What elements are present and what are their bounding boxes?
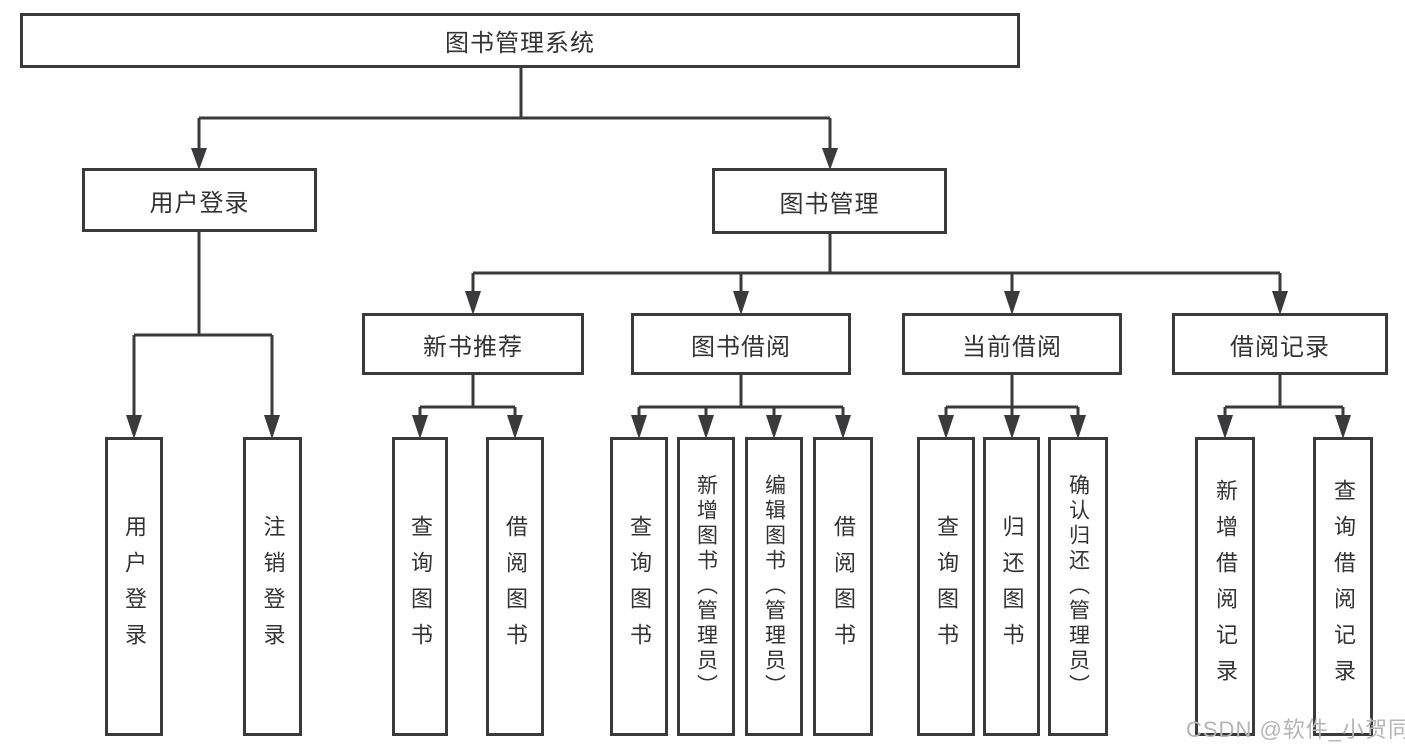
- leaf-add-borrow-record: 新增借阅记录: [1195, 437, 1255, 736]
- node-current-borrowing: 当前借阅: [902, 313, 1122, 375]
- leaf-label: 新增图书（管理员）: [694, 474, 718, 699]
- leaf-borrow-books-borrowing: 借阅图书: [813, 437, 873, 736]
- node-label: 用户登录: [149, 189, 250, 217]
- leaf-confirm-return-admin: 确认归还（管理员）: [1048, 437, 1108, 736]
- leaf-label: 归还图书: [999, 514, 1025, 659]
- node-label: 借阅记录: [1230, 333, 1330, 361]
- leaf-label: 查询图书: [934, 514, 959, 659]
- leaf-return-books: 归还图书: [983, 437, 1040, 736]
- leaf-add-books-admin: 新增图书（管理员）: [677, 437, 735, 736]
- leaf-edit-books-admin: 编辑图书（管理员）: [745, 437, 803, 736]
- leaf-label: 注销登录: [260, 514, 286, 659]
- leaf-label: 借阅图书: [503, 514, 528, 659]
- leaf-label: 确认归还（管理员）: [1066, 474, 1090, 699]
- leaf-label: 查询图书: [627, 514, 652, 659]
- leaf-query-books-recommend: 查询图书: [392, 437, 448, 736]
- node-label: 新书推荐: [423, 333, 523, 361]
- leaf-query-books-current: 查询图书: [917, 437, 975, 736]
- node-label: 图书借阅: [691, 333, 791, 361]
- leaf-label: 新增借阅记录: [1213, 478, 1238, 695]
- leaf-label: 查询借阅记录: [1331, 478, 1356, 695]
- csdn-watermark: CSDN @软件_小贺同学: [1186, 717, 1405, 742]
- leaf-label: 查询图书: [408, 514, 433, 659]
- leaf-label: 借阅图书: [831, 514, 856, 659]
- node-new-book-recommendation: 新书推荐: [362, 313, 584, 375]
- node-user-login-branch: 用户登录: [82, 168, 317, 232]
- node-label: 当前借阅: [962, 333, 1062, 361]
- leaf-borrow-books-recommend: 借阅图书: [486, 437, 544, 736]
- node-label: 图书管理系统: [445, 30, 595, 57]
- node-book-management-branch: 图书管理: [712, 168, 947, 234]
- node-book-borrowing: 图书借阅: [631, 313, 851, 375]
- node-library-management-system: 图书管理系统: [20, 13, 1020, 68]
- leaf-label: 用户登录: [122, 514, 147, 659]
- arrowhead-icons: [126, 148, 1351, 439]
- leaf-user-login: 用户登录: [105, 437, 163, 736]
- node-borrowing-records: 借阅记录: [1172, 313, 1388, 375]
- node-label: 图书管理: [779, 190, 880, 218]
- leaf-logout: 注销登录: [243, 437, 302, 736]
- leaf-label: 编辑图书（管理员）: [762, 474, 786, 699]
- leaf-query-books-borrowing: 查询图书: [610, 437, 668, 736]
- leaf-query-borrow-record: 查询借阅记录: [1313, 437, 1373, 736]
